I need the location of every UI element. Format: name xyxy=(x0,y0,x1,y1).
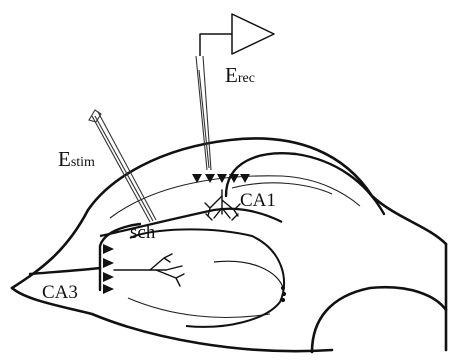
dentate-dot xyxy=(281,286,285,290)
ca1-dendrites xyxy=(205,190,240,220)
label-e-rec: Erec xyxy=(225,63,255,87)
rec-electrode xyxy=(196,56,211,170)
ca3-neuron xyxy=(103,244,114,254)
dentate-dots xyxy=(281,286,286,302)
rec-wire xyxy=(200,34,232,56)
ca3-neuron xyxy=(103,272,114,282)
thin-layer-lines xyxy=(110,176,360,318)
amplifier xyxy=(200,14,274,56)
ca3-pyramidal-cells xyxy=(103,244,114,294)
ca1-neuron xyxy=(205,174,215,183)
dentate-outer-curve xyxy=(130,229,284,326)
slice-outline xyxy=(12,138,446,352)
schaffer-collateral xyxy=(100,209,282,236)
pyramidal-layers xyxy=(30,153,384,290)
label-e-stim: Estim xyxy=(58,147,95,171)
ca3-neuron xyxy=(103,284,114,294)
ca3-neuron xyxy=(103,258,114,268)
ca3-axon-dendrites xyxy=(114,254,184,286)
dentate-inner-arc xyxy=(214,261,284,290)
dentate-dot xyxy=(282,292,286,296)
label-sch: sch xyxy=(130,222,156,243)
dentate-dot xyxy=(281,298,285,302)
ca1-neuron xyxy=(240,174,250,183)
lower-thin-line xyxy=(128,298,270,317)
stim-electrode-inner xyxy=(95,116,153,221)
stim-electrode xyxy=(89,110,156,222)
dentate-gyrus xyxy=(130,229,284,326)
label-ca1: CA1 xyxy=(240,190,276,211)
outline-bottom-inner xyxy=(312,287,446,352)
amplifier-triangle xyxy=(232,14,274,54)
label-ca3: CA3 xyxy=(42,282,78,303)
